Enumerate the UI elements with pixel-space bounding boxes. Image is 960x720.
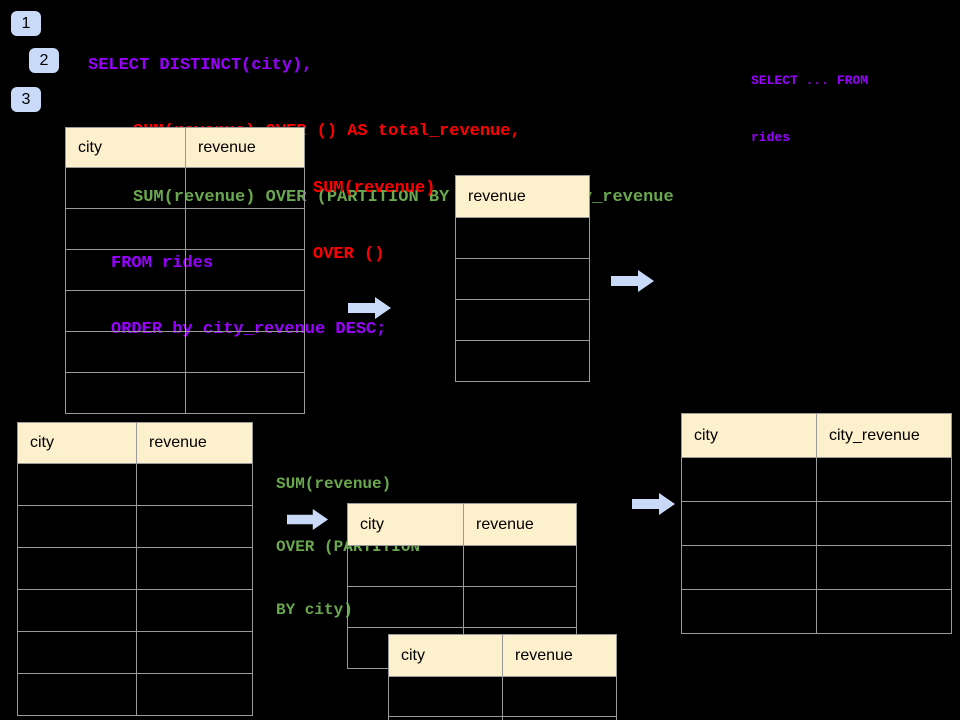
table-partition-overlay: city revenue [388,634,617,720]
empty-row [65,167,305,209]
empty-row [455,299,590,341]
sql-line-select: SELECT DISTINCT(city), [88,56,313,75]
step-badge-2: 2 [29,48,59,73]
empty-row [17,631,253,674]
step-badge-3-label: 3 [21,90,31,108]
empty-row [65,208,305,250]
empty-row [65,372,305,414]
side-note-line-2: rides [751,130,791,145]
annotation-partition-line-3: BY city) [276,601,353,619]
side-note: SELECT ... FROM rides [751,33,868,185]
table-city-revenue-result: city city_revenue [681,413,952,634]
annotation-total-line-2: OVER () [313,245,385,264]
column-header-city: city [347,503,464,546]
empty-row [347,545,577,587]
header-row: city revenue [17,422,253,464]
column-header-city: city [388,634,503,677]
step-badge-2-label: 2 [39,51,49,69]
empty-row [455,258,590,300]
annotation-total-line-1: SUM(revenue) [313,179,436,198]
header-row: revenue [455,175,590,218]
column-header-revenue: revenue [502,634,617,677]
empty-row [17,505,253,548]
empty-row [681,545,952,590]
column-header-revenue: revenue [136,422,253,464]
empty-row [681,501,952,546]
column-header-city-revenue: city_revenue [816,413,952,458]
column-header-revenue: revenue [455,175,590,218]
header-row: city revenue [65,127,305,168]
side-note-line-1: SELECT ... FROM [751,73,869,88]
arrow-right-icon [287,509,329,530]
empty-row [347,586,577,628]
annotation-partition-line-1: SUM(revenue) [276,475,392,493]
header-row: city revenue [388,634,617,677]
column-header-city: city [681,413,817,458]
column-header-revenue: revenue [185,127,305,168]
empty-row [388,676,617,717]
step-badge-3: 3 [11,87,41,112]
column-header-city: city [17,422,137,464]
table-total-revenue: revenue [455,175,590,382]
empty-row [455,217,590,259]
empty-row [65,331,305,373]
empty-row [17,463,253,506]
empty-row [17,589,253,632]
arrow-right-icon [348,297,391,319]
empty-row [388,716,617,720]
annotation-total-revenue: SUM(revenue) OVER () [313,134,435,310]
header-row: city city_revenue [681,413,952,458]
empty-row [65,249,305,291]
column-header-city: city [65,127,186,168]
step-badge-1-label: 1 [21,14,31,32]
table-source-rides-top: city revenue [65,127,305,414]
step-badge-1: 1 [11,11,41,36]
empty-row [681,589,952,634]
empty-row [17,673,253,716]
empty-row [65,290,305,332]
empty-row [681,457,952,502]
arrow-right-icon [632,493,675,515]
table-source-rides-bottom: city revenue [17,422,253,716]
header-row: city revenue [347,503,577,546]
column-header-revenue: revenue [463,503,577,546]
empty-row [17,547,253,590]
arrow-right-icon [611,270,654,292]
empty-row [455,340,590,382]
